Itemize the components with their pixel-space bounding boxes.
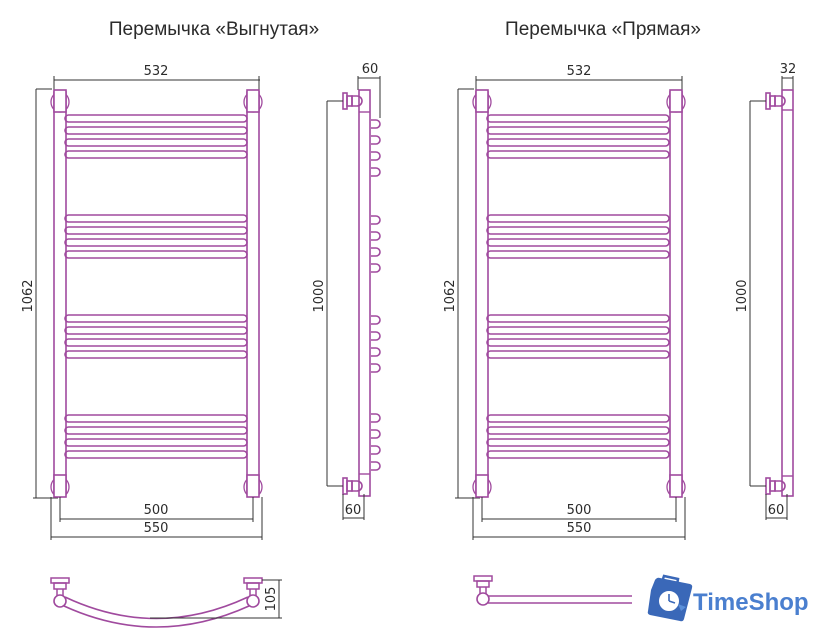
variant-straight: Перемычка «Прямая» 532 1062 500 xyxy=(443,19,796,606)
dim-side-top: 60 xyxy=(362,62,379,77)
dim-side-bottom: 60 xyxy=(768,503,785,518)
side-view-curved: 60 1000 60 xyxy=(312,62,381,520)
dim-height: 1062 xyxy=(443,279,458,312)
top-view-straight xyxy=(473,575,632,606)
dim-depth: 105 xyxy=(264,587,279,612)
front-view-curved: 532 1062 500 550 xyxy=(21,64,263,540)
clock-bag-icon xyxy=(647,574,693,622)
dim-axis-width: 500 xyxy=(144,503,169,518)
dim-overall-width: 550 xyxy=(144,521,169,536)
title-straight: Перемычка «Прямая» xyxy=(505,19,701,40)
front-view-straight: 532 1062 500 550 xyxy=(443,64,686,540)
dim-axis-width: 500 xyxy=(567,503,592,518)
logo-text: TimeShop xyxy=(693,589,809,616)
dim-overall-width: 550 xyxy=(567,521,592,536)
dim-height: 1062 xyxy=(21,279,36,312)
side-view-straight: 32 1000 60 xyxy=(735,62,796,520)
top-view-curved: 105 xyxy=(50,577,282,628)
timeshop-logo[interactable]: TimeShop xyxy=(647,574,809,622)
dim-side-height: 1000 xyxy=(312,279,327,312)
title-curved: Перемычка «Выгнутая» xyxy=(109,19,319,40)
dim-side-top: 32 xyxy=(780,62,797,77)
dim-side-bottom: 60 xyxy=(345,503,362,518)
dim-side-height: 1000 xyxy=(735,279,750,312)
variant-curved: Перемычка «Выгнутая» 532 1062 xyxy=(21,19,381,628)
dim-top-width: 532 xyxy=(567,64,592,79)
dim-top-width: 532 xyxy=(144,64,169,79)
